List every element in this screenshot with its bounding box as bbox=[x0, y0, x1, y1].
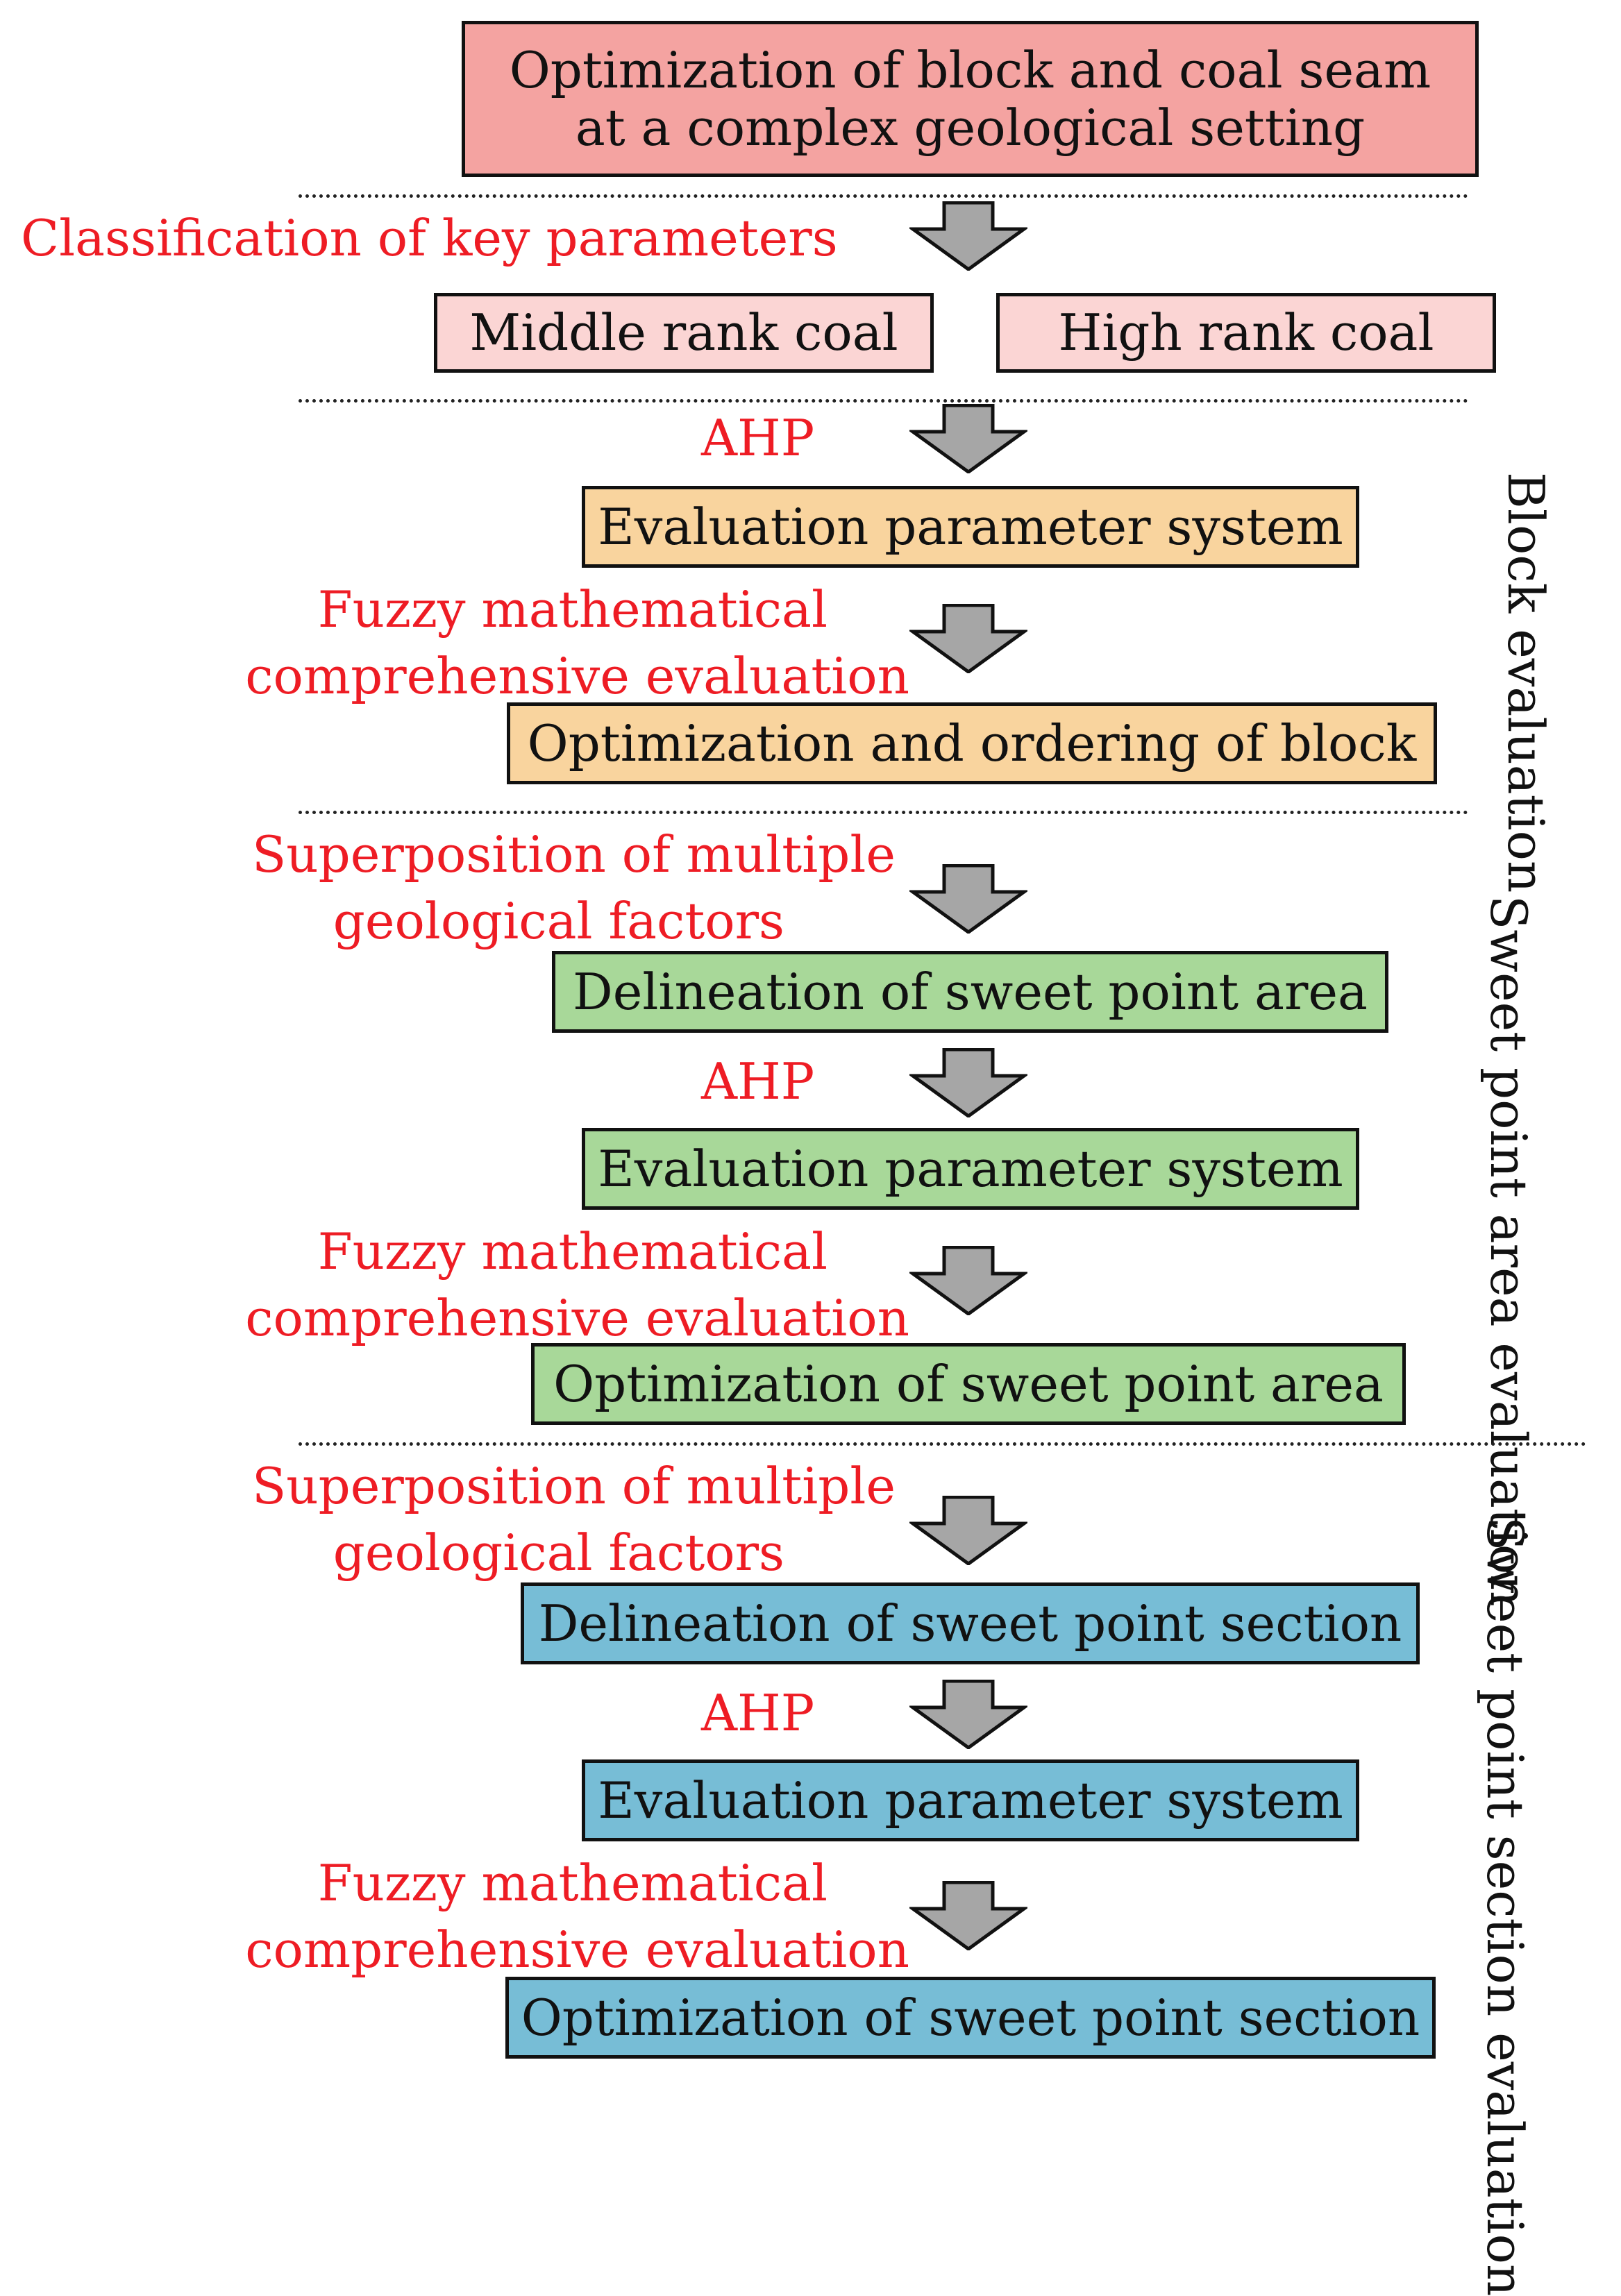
down-arrow-1 bbox=[909, 201, 1027, 271]
area-superposition-label: Superposition of multiple geological fac… bbox=[194, 821, 896, 954]
section-parameter-system-box: Evaluation parameter system bbox=[582, 1759, 1359, 1841]
block-ahp-label: AHP bbox=[701, 409, 815, 467]
area-section-label-line-1: Sweet point area bbox=[1479, 895, 1538, 1327]
area-delineation-box: Delineation of sweet point area bbox=[552, 951, 1388, 1033]
high-rank-coal-box: High rank coal bbox=[996, 293, 1496, 373]
area-fuzzy-line-2: comprehensive evaluation bbox=[245, 1289, 909, 1347]
divider-1 bbox=[299, 194, 1468, 198]
middle-rank-coal-label: Middle rank coal bbox=[469, 303, 898, 362]
area-result-box: Optimization of sweet point area bbox=[531, 1343, 1406, 1425]
section-result-box: Optimization of sweet point section bbox=[505, 1977, 1436, 2059]
block-result-box: Optimization and ordering of block bbox=[507, 702, 1437, 784]
down-arrow-9 bbox=[909, 1881, 1027, 1950]
area-superposition-line-2: geological factors bbox=[333, 892, 784, 950]
section-superposition-line-1: Superposition of multiple bbox=[251, 1457, 896, 1515]
down-arrow-2 bbox=[909, 404, 1027, 473]
block-section-label-text: Block evaluation bbox=[1497, 472, 1555, 893]
title-line-2: at a complex geological setting bbox=[575, 98, 1366, 157]
section-superposition-label: Superposition of multiple geological fac… bbox=[194, 1453, 896, 1586]
area-parameter-system-label: Evaluation parameter system bbox=[598, 1139, 1343, 1198]
section-section-label: Sweet point section evaluation bbox=[1472, 1517, 1538, 2296]
block-result-label: Optimization and ordering of block bbox=[527, 714, 1417, 773]
block-parameter-system-label: Evaluation parameter system bbox=[598, 497, 1343, 556]
section-section-label-line-2: evaluation bbox=[1476, 2032, 1534, 2296]
down-arrow-7 bbox=[909, 1496, 1027, 1565]
divider-3 bbox=[299, 811, 1468, 814]
down-arrow-4 bbox=[909, 864, 1027, 934]
section-section-label-line-1: Sweet point section bbox=[1476, 1517, 1534, 2017]
section-delineation-box: Delineation of sweet point section bbox=[521, 1582, 1420, 1664]
section-fuzzy-line-1: Fuzzy mathematical bbox=[317, 1854, 828, 1912]
area-delineation-label: Delineation of sweet point area bbox=[573, 962, 1368, 1021]
area-section-label-line-2: evaluation bbox=[1479, 1342, 1538, 1607]
area-result-label: Optimization of sweet point area bbox=[553, 1354, 1384, 1413]
section-result-label: Optimization of sweet point section bbox=[521, 1988, 1420, 2047]
divider-2 bbox=[299, 399, 1468, 403]
block-fuzzy-label: Fuzzy mathematical comprehensive evaluat… bbox=[222, 576, 909, 709]
area-section-label: Sweet point area evaluation bbox=[1475, 895, 1542, 1607]
block-fuzzy-line-1: Fuzzy mathematical bbox=[317, 580, 828, 639]
classification-label: Classification of key parameters bbox=[21, 209, 838, 267]
divider-4 bbox=[299, 1442, 1586, 1446]
title-line-1: Optimization of block and coal seam bbox=[509, 40, 1431, 99]
block-fuzzy-line-2: comprehensive evaluation bbox=[245, 647, 909, 705]
section-ahp-label: AHP bbox=[701, 1684, 815, 1742]
section-fuzzy-line-2: comprehensive evaluation bbox=[245, 1921, 909, 1979]
section-delineation-label: Delineation of sweet point section bbox=[538, 1594, 1402, 1653]
area-ahp-label: AHP bbox=[701, 1052, 815, 1111]
down-arrow-6 bbox=[909, 1246, 1027, 1315]
section-fuzzy-label: Fuzzy mathematical comprehensive evaluat… bbox=[222, 1850, 909, 1983]
block-parameter-system-box: Evaluation parameter system bbox=[582, 486, 1359, 568]
area-parameter-system-box: Evaluation parameter system bbox=[582, 1128, 1359, 1210]
area-fuzzy-line-1: Fuzzy mathematical bbox=[317, 1222, 828, 1281]
area-superposition-line-1: Superposition of multiple bbox=[251, 825, 896, 884]
block-section-label: Block evaluation bbox=[1493, 472, 1559, 893]
down-arrow-3 bbox=[909, 604, 1027, 673]
high-rank-coal-label: High rank coal bbox=[1058, 303, 1434, 362]
section-superposition-line-2: geological factors bbox=[333, 1523, 784, 1582]
down-arrow-5 bbox=[909, 1048, 1027, 1117]
area-fuzzy-label: Fuzzy mathematical comprehensive evaluat… bbox=[222, 1218, 909, 1351]
section-parameter-system-label: Evaluation parameter system bbox=[598, 1771, 1343, 1830]
down-arrow-8 bbox=[909, 1680, 1027, 1749]
title-box: Optimization of block and coal seam at a… bbox=[462, 21, 1479, 177]
middle-rank-coal-box: Middle rank coal bbox=[434, 293, 934, 373]
